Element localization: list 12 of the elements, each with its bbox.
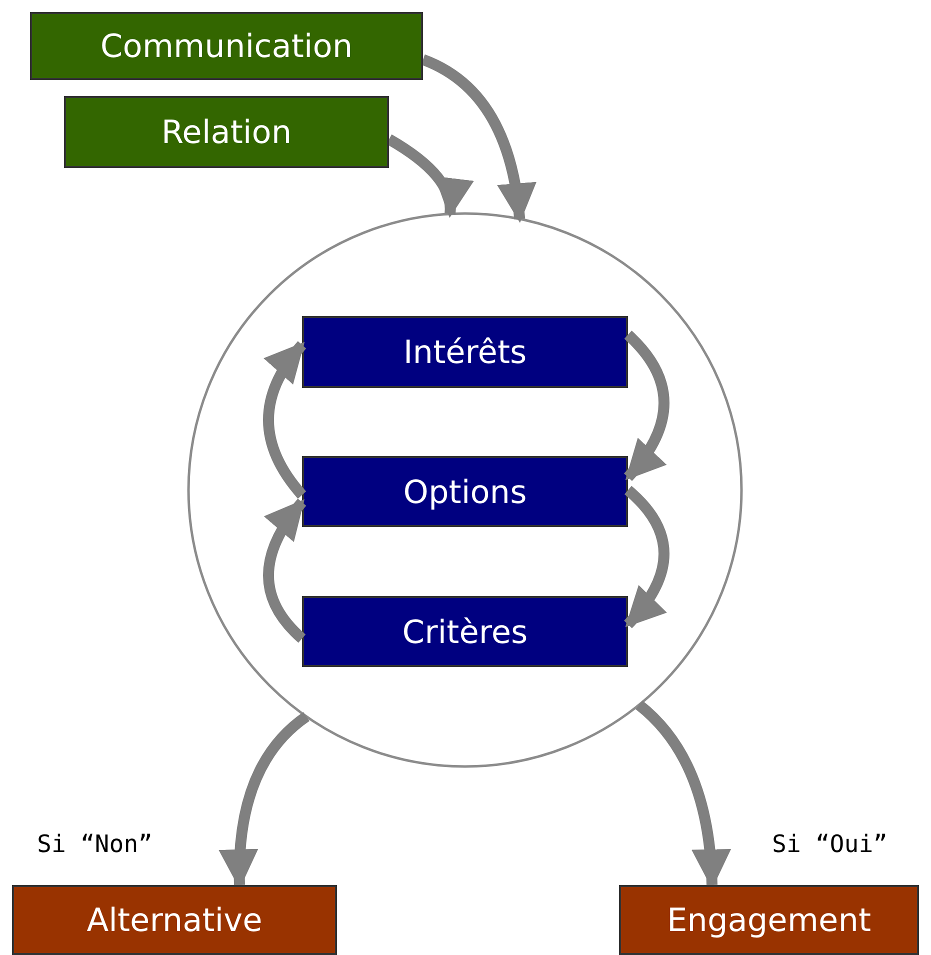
process-box: Relation <box>64 96 389 168</box>
curved-arrow <box>263 498 306 643</box>
process-box: Intérêts <box>302 316 628 388</box>
process-box: Options <box>302 456 628 527</box>
outcome-box: Alternative <box>12 885 337 955</box>
process-box: Communication <box>30 12 423 80</box>
curved-arrow <box>263 341 306 499</box>
curved-arrow <box>624 486 670 628</box>
process-box: Critères <box>302 596 628 667</box>
outcome-box: Engagement <box>619 885 919 955</box>
curved-arrow <box>624 330 670 481</box>
group-circle <box>187 212 743 768</box>
